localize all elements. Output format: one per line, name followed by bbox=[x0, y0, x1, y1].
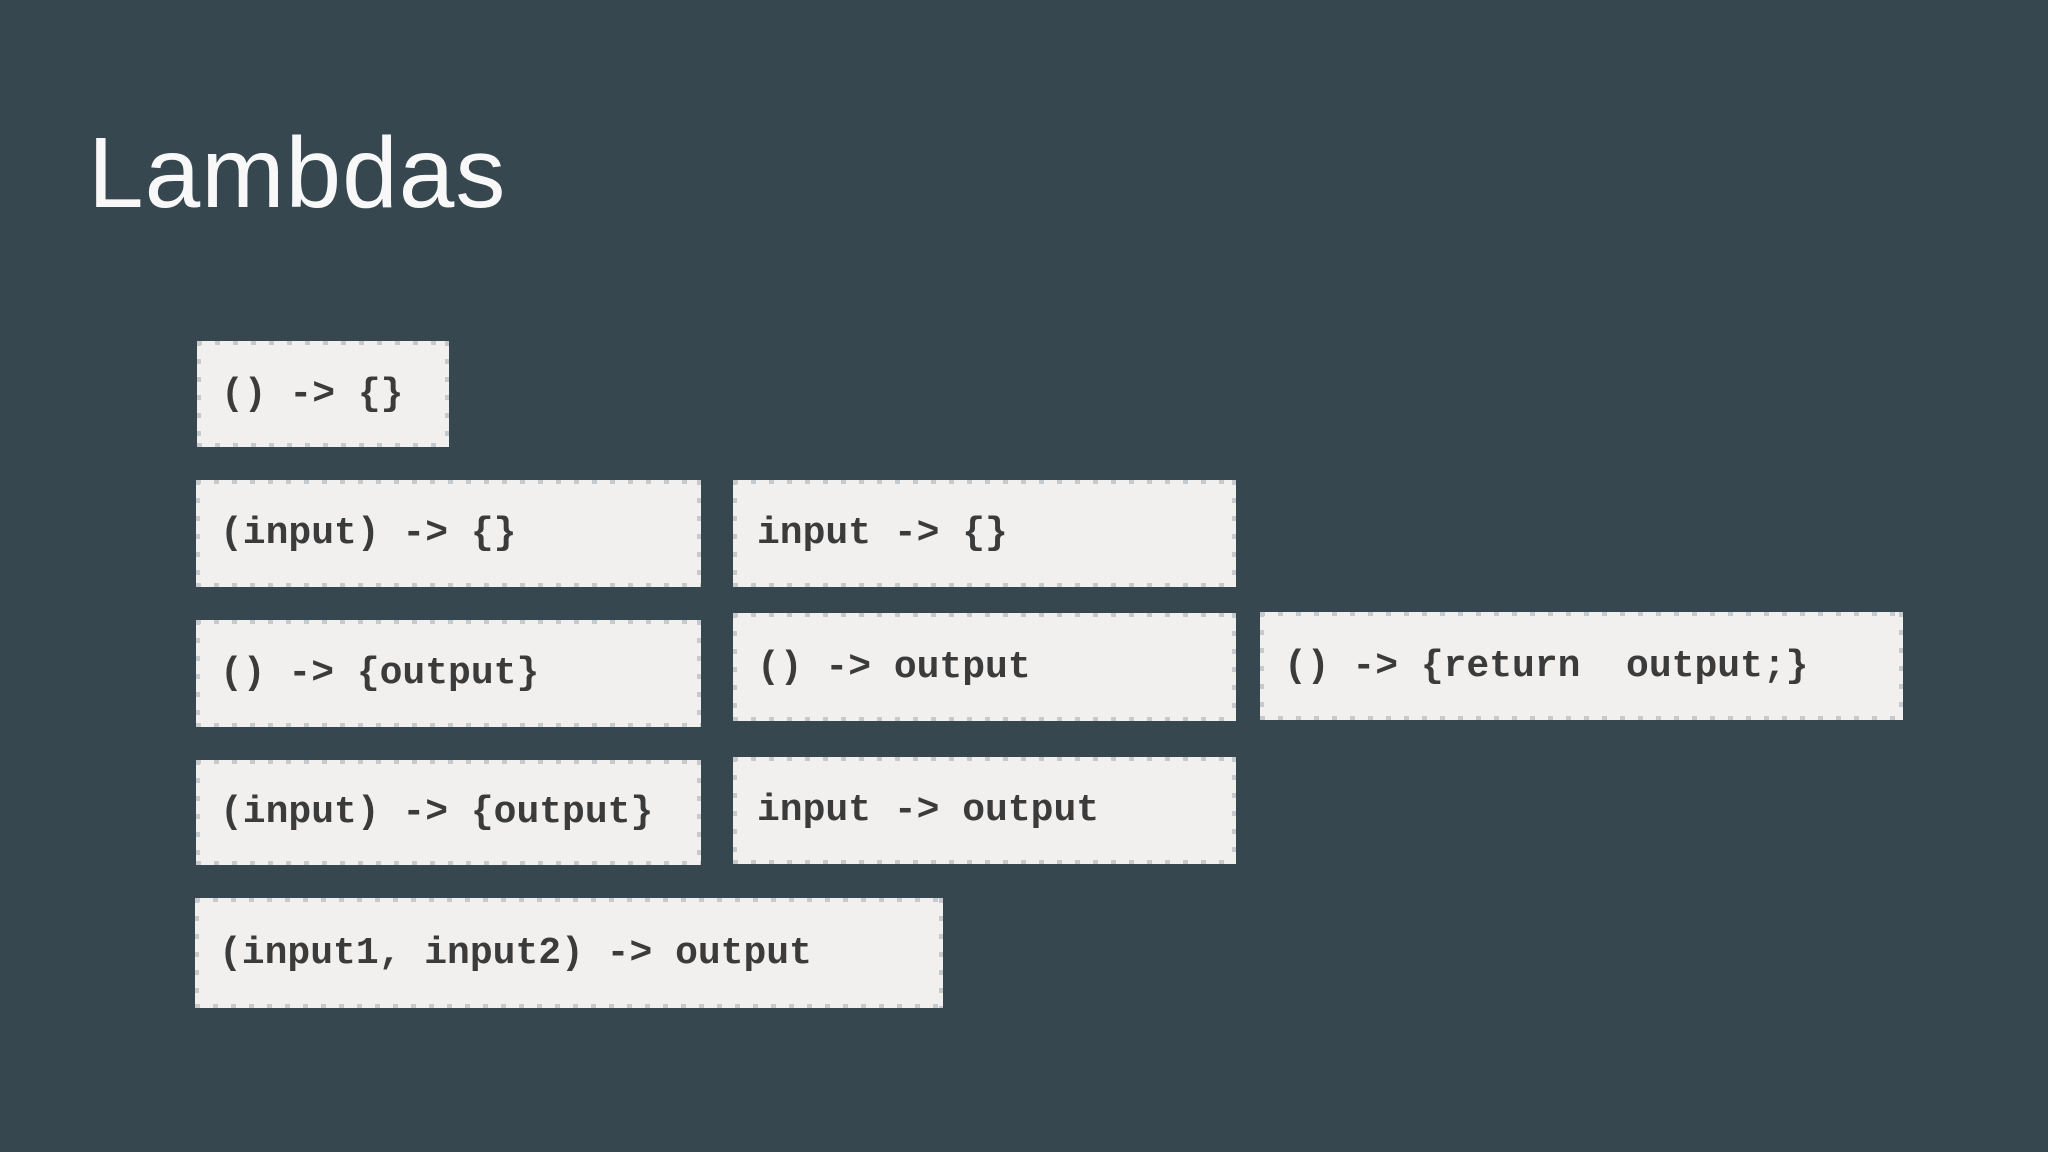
lambda-syntax-box: (input) -> {output} bbox=[196, 760, 701, 865]
lambda-syntax-text: input -> {} bbox=[757, 512, 1008, 555]
lambda-syntax-box: () -> output bbox=[733, 613, 1236, 721]
lambda-syntax-text: () -> {} bbox=[221, 372, 404, 416]
lambda-syntax-box: () -> {} bbox=[197, 341, 449, 447]
lambda-syntax-box: () -> {return output;} bbox=[1260, 612, 1903, 720]
lambda-syntax-box: () -> {output} bbox=[196, 620, 701, 727]
lambda-syntax-box: (input1, input2) -> output bbox=[195, 898, 943, 1008]
lambda-syntax-text: () -> {output} bbox=[220, 652, 540, 695]
lambda-syntax-text: (input) -> {} bbox=[220, 512, 517, 555]
lambda-syntax-text: (input) -> {output} bbox=[220, 791, 654, 834]
slide-title: Lambdas bbox=[88, 117, 507, 229]
lambda-syntax-text: input -> output bbox=[757, 789, 1100, 832]
lambda-syntax-text: () -> output bbox=[757, 645, 1031, 689]
lambda-syntax-text: (input1, input2) -> output bbox=[219, 931, 812, 975]
lambda-syntax-box: input -> output bbox=[733, 757, 1236, 864]
lambda-syntax-box: (input) -> {} bbox=[196, 480, 701, 587]
lambda-syntax-text: () -> {return output;} bbox=[1284, 644, 1809, 688]
lambda-syntax-box: input -> {} bbox=[733, 480, 1236, 587]
